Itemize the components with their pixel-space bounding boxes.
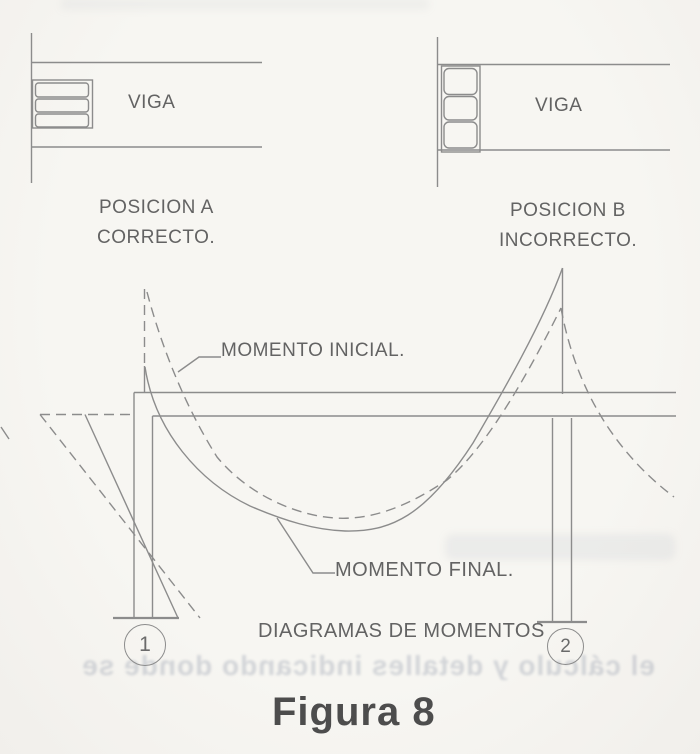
initial-moment-right-branch	[560, 307, 675, 498]
moment-diagram-caption: DIAGRAMAS DE MOMENTOS	[258, 620, 545, 642]
support-number-1: 1	[139, 633, 151, 656]
left-detail-splice-box	[31, 79, 94, 129]
final-moment-label: MOMENTO FINAL.	[335, 559, 514, 581]
initial-moment-label: MOMENTO INICIAL.	[221, 340, 405, 361]
left-detail-beam-label: VIGA	[128, 92, 176, 113]
initial-label-leader-line	[177, 356, 221, 373]
right-detail-splice-box	[440, 65, 481, 153]
support-number-2: 2	[560, 635, 571, 657]
support-bubble-1: 1	[124, 624, 166, 666]
moment-curves	[0, 267, 675, 619]
right-detail-position-caption: POSICION B	[510, 200, 626, 221]
left-detail-plate-1	[34, 82, 90, 98]
right-beam-detail	[436, 37, 670, 187]
left-detail-plate-3	[34, 113, 90, 128]
initial-moment-curve	[146, 291, 562, 519]
support-bubble-2: 2	[547, 628, 584, 665]
initial-moment-left-diagonal	[39, 414, 201, 619]
frame-outline	[113, 391, 676, 624]
final-moment-curve	[144, 267, 564, 532]
bleedthrough-smudge-top	[60, 0, 430, 10]
right-detail-plate-3	[443, 121, 478, 149]
final-moment-left-diagonal	[84, 414, 179, 619]
bleedthrough-smudge-right	[445, 534, 675, 560]
left-edge-tick	[0, 426, 10, 440]
figure-caption: Figura 8	[272, 690, 436, 734]
right-detail-verdict-caption: INCORRECTO.	[499, 230, 638, 251]
left-beam-detail	[30, 33, 262, 183]
left-detail-verdict-caption: CORRECTO.	[97, 227, 216, 248]
final-label-leader-line	[276, 517, 335, 574]
right-detail-beam-label: VIGA	[535, 95, 583, 116]
left-detail-plate-2	[34, 98, 90, 113]
left-detail-position-caption: POSICION A	[99, 197, 214, 218]
right-detail-plate-2	[443, 95, 478, 121]
right-detail-plate-1	[443, 67, 478, 96]
